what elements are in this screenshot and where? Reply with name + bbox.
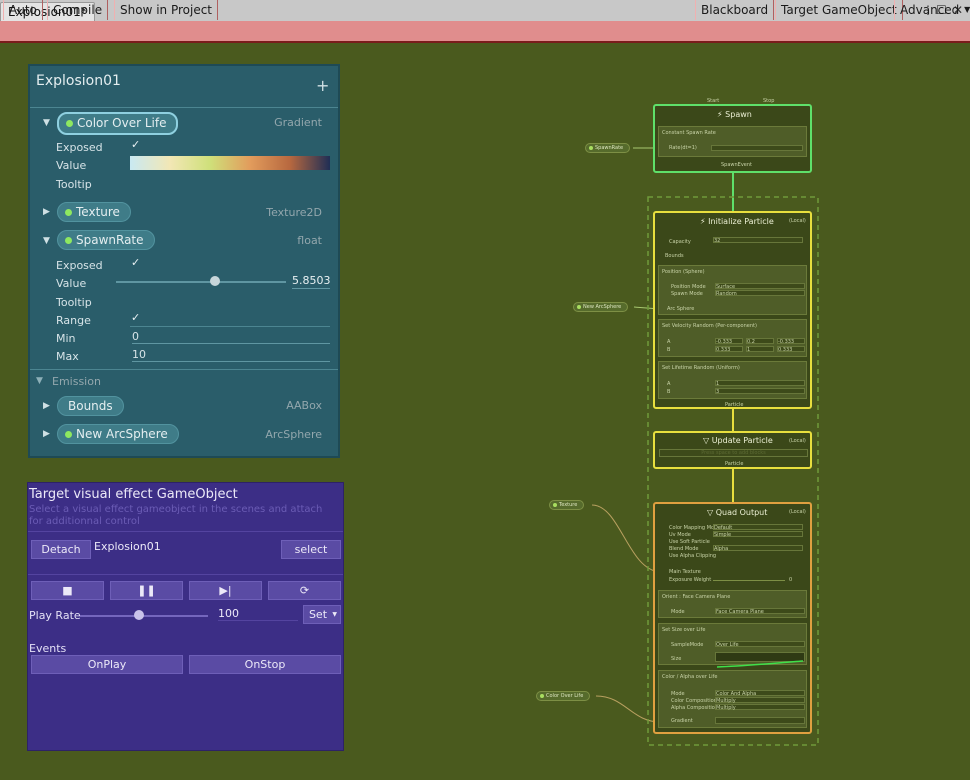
size-curve-field[interactable] xyxy=(715,652,805,662)
constant-spawn-rate-block[interactable]: Constant Spawn Rate Rate(dt=1) xyxy=(658,126,807,157)
node-title: Quad Output xyxy=(716,508,768,517)
initialize-particle-node[interactable]: ⚡ Initialize Particle (Local) Capacity 3… xyxy=(653,211,812,409)
position-mode-dropdown[interactable]: Surface xyxy=(715,283,805,289)
rate-field[interactable] xyxy=(711,145,803,151)
orient-mode-dropdown[interactable]: Face Camera Plane xyxy=(715,608,805,614)
bounds-label: Bounds xyxy=(665,253,684,259)
b-z-field[interactable]: 0.333 xyxy=(777,346,805,352)
set-velocity-block[interactable]: Set Velocity Random (Per-component) A -0… xyxy=(658,319,807,357)
setting-label: Use Alpha Clipping xyxy=(669,553,716,559)
setting-dropdown[interactable]: Simple xyxy=(713,531,803,537)
block-title: Color / Alpha over Life xyxy=(662,674,717,680)
quad-title: ▽ Quad Output xyxy=(707,508,767,517)
stop-port[interactable]: Stop xyxy=(763,98,774,104)
mode-label: Mode xyxy=(671,691,685,697)
arcsphere-port-label: Arc Sphere xyxy=(667,306,694,312)
spawn-node[interactable]: Start Stop ⚡ Spawn Constant Spawn Rate R… xyxy=(653,104,812,173)
b-label: B xyxy=(667,347,670,353)
exposure-slider[interactable] xyxy=(713,580,785,581)
start-port[interactable]: Start xyxy=(707,98,719,104)
a-label: A xyxy=(667,339,670,345)
a-y-field[interactable]: 0.2 xyxy=(746,338,774,344)
sample-mode-label: SampleMode xyxy=(671,642,703,648)
setting-label: Uv Mode xyxy=(669,532,691,538)
lifetime-b-field[interactable]: 3 xyxy=(715,388,805,394)
sample-mode-dropdown[interactable]: Over Life xyxy=(715,641,805,647)
space-label: (Local) xyxy=(789,218,806,224)
block-title: Orient : Face Camera Plane xyxy=(662,594,730,600)
size-over-life-block[interactable]: Set Size over Life SampleMode Over Life … xyxy=(658,623,807,665)
texture-property-node[interactable]: Texture xyxy=(549,500,584,510)
size-curve xyxy=(716,660,804,668)
setting-label: Use Soft Particle xyxy=(669,539,710,545)
spawn-mode-label: Spawn Mode xyxy=(671,291,703,297)
color-comp-dropdown[interactable]: Multiply xyxy=(715,697,805,703)
update-particle-node[interactable]: ▽ Update Particle (Local) Press space to… xyxy=(653,431,812,469)
orient-mode-label: Mode xyxy=(671,609,685,615)
init-title: ⚡ Initialize Particle xyxy=(700,217,774,226)
lightning-icon: ⚡ xyxy=(700,217,706,226)
color-over-life-block[interactable]: Color / Alpha over Life Mode Color And A… xyxy=(658,670,807,728)
node-title: Initialize Particle xyxy=(708,217,774,226)
lifetime-b-label: B xyxy=(667,389,670,395)
set-lifetime-block[interactable]: Set Lifetime Random (Uniform) A 1 B 3 xyxy=(658,361,807,399)
a-x-field[interactable]: -0.333 xyxy=(715,338,743,344)
setting-dropdown[interactable]: Default xyxy=(713,524,803,530)
gradient-port-label: Gradient xyxy=(671,718,693,724)
add-blocks-placeholder[interactable]: Press space to add blocks xyxy=(659,449,808,457)
space-label: (Local) xyxy=(789,438,806,444)
position-mode-label: Position Mode xyxy=(671,284,706,290)
lightning-icon: ⚡ xyxy=(717,110,723,119)
spawnrate-property-node[interactable]: SpawnRate xyxy=(585,143,630,153)
flow-arrow-icon: ▽ xyxy=(707,508,713,517)
lifetime-a-field[interactable]: 1 xyxy=(715,380,805,386)
b-x-field[interactable]: 0.333 xyxy=(715,346,743,352)
flow-arrow-icon: ▽ xyxy=(703,436,709,445)
alpha-comp-dropdown[interactable]: Multiply xyxy=(715,704,805,710)
exposure-label: Exposure Weight xyxy=(669,577,711,583)
orient-block[interactable]: Orient : Face Camera Plane Mode Face Cam… xyxy=(658,590,807,618)
a-z-field[interactable]: -0.333 xyxy=(777,338,805,344)
setting-label: Blend Mode xyxy=(669,546,698,552)
lifetime-a-label: A xyxy=(667,381,670,387)
texture-edge xyxy=(592,505,660,572)
block-title: Position (Sphere) xyxy=(662,269,705,275)
color-edge xyxy=(596,696,660,722)
spawn-title: ⚡ Spawn xyxy=(717,110,752,119)
quad-output-node[interactable]: ▽ Quad Output (Local) Color Mapping Mode… xyxy=(653,502,812,734)
particle-out-port[interactable]: Particle xyxy=(725,402,743,408)
capacity-label: Capacity xyxy=(669,239,691,245)
update-title: ▽ Update Particle xyxy=(703,436,773,445)
position-sphere-block[interactable]: Position (Sphere) Position Mode Surface … xyxy=(658,265,807,315)
setting-dropdown[interactable]: Alpha xyxy=(713,545,803,551)
mode-dropdown[interactable]: Color And Alpha xyxy=(715,690,805,696)
b-y-field[interactable]: 1 xyxy=(746,346,774,352)
block-title: Set Size over Life xyxy=(662,627,705,633)
main-texture-port[interactable]: Main Texture xyxy=(669,569,701,575)
rate-label: Rate(dt=1) xyxy=(669,145,697,151)
node-title: Spawn xyxy=(725,110,752,119)
arcsphere-property-node[interactable]: New ArcSphere xyxy=(573,302,628,312)
node-title: Update Particle xyxy=(712,436,773,445)
capacity-field[interactable]: 32 xyxy=(713,237,803,243)
color-over-life-property-node[interactable]: Color Over Life xyxy=(536,691,590,701)
gradient-field[interactable] xyxy=(715,717,805,724)
space-label: (Local) xyxy=(789,509,806,515)
block-title: Set Lifetime Random (Uniform) xyxy=(662,365,740,371)
exposure-field[interactable]: 0 xyxy=(789,577,792,583)
spawn-mode-dropdown[interactable]: Random xyxy=(715,290,805,296)
spawnevent-port[interactable]: SpawnEvent xyxy=(721,162,752,168)
block-title: Constant Spawn Rate xyxy=(662,130,716,136)
particle-out-port[interactable]: Particle xyxy=(725,461,743,467)
size-label: Size xyxy=(671,656,681,662)
color-comp-label: Color Composition xyxy=(671,698,717,704)
block-title: Set Velocity Random (Per-component) xyxy=(662,323,757,329)
alpha-comp-label: Alpha Composition xyxy=(671,705,718,711)
